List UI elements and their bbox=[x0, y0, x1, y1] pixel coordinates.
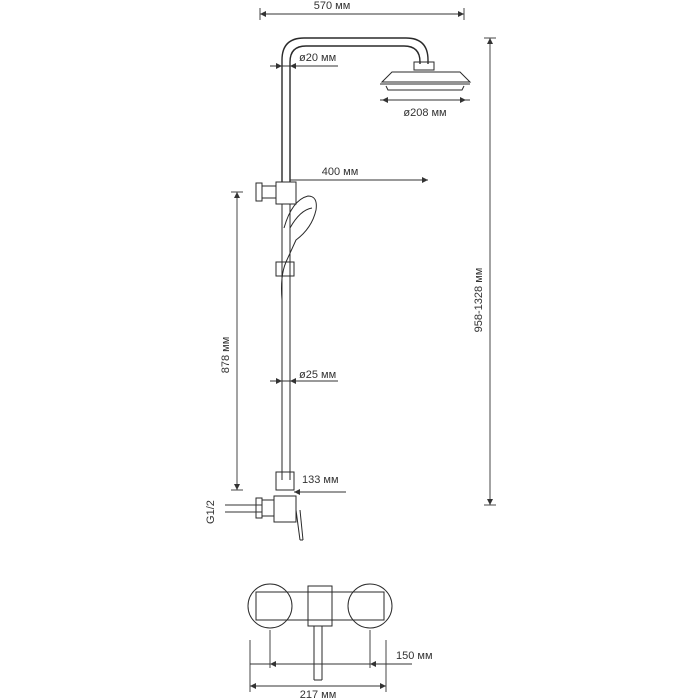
mixer-depth-label: 150 мм bbox=[396, 650, 433, 662]
rail-diameter-label: ø25 мм bbox=[299, 369, 336, 381]
head-diameter-label: ø208 мм bbox=[403, 107, 446, 119]
mixer-front-outline bbox=[247, 583, 393, 681]
shower-set-outline bbox=[255, 37, 472, 541]
overall-width-label: 570 мм bbox=[314, 0, 351, 12]
rail-height-label: 878 мм bbox=[220, 337, 232, 374]
dimension-arrows bbox=[234, 11, 493, 689]
height-range-label: 958-1328 мм bbox=[473, 268, 485, 333]
slider-offset-label: 133 мм bbox=[302, 474, 339, 486]
thread-label: G1/2 bbox=[205, 500, 217, 524]
mixer-width-label: 217 мм bbox=[300, 689, 337, 700]
arm-length-label: 400 мм bbox=[322, 166, 359, 178]
pipe-diameter-label: ø20 мм bbox=[299, 52, 336, 64]
dimension-lines bbox=[225, 8, 496, 692]
